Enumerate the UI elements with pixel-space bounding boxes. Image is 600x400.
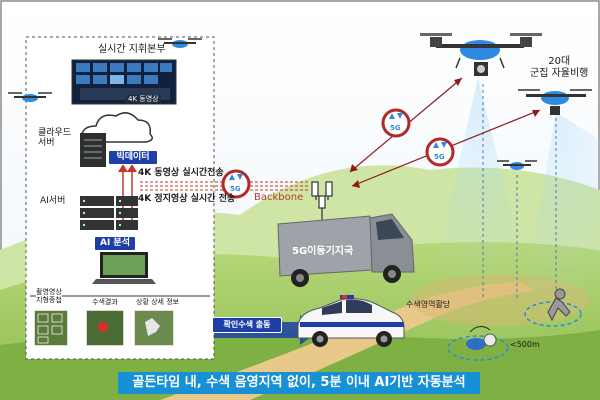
small-drone-mid (497, 160, 537, 170)
search-result-marker (98, 322, 108, 332)
small-drone-left (8, 92, 52, 102)
right-drone-beam (520, 112, 600, 320)
thumbnail-terrain-label: 촬영영상 지형중첩 (36, 288, 62, 305)
belongings-figure (466, 326, 497, 350)
drone-group-label: 20대 군집 자율비행 (530, 56, 589, 79)
thumbnail-result-label: 수색결과 (92, 298, 118, 307)
ai-analysis-tag: AI 분석 (94, 236, 136, 251)
large-drone (420, 33, 542, 76)
cloud-server-label: 클라우드 서버 (38, 128, 72, 149)
small-drone-top (158, 38, 202, 48)
mobile-base-station-truck (277, 213, 415, 287)
5g-badge-2 (425, 137, 455, 167)
thumbnail-terrain (33, 309, 69, 347)
command-center-label: 실시간 지휘본부 (98, 44, 166, 55)
5g-label-3: 5G (230, 185, 241, 193)
backbone-label: Backbone (254, 192, 304, 203)
antenna-tower (311, 181, 333, 225)
search-flight-label: 수색영역활당 (406, 300, 451, 309)
large-drone-beam (430, 78, 530, 290)
ai-server-rack (80, 196, 138, 230)
5g-badge-1 (381, 108, 411, 138)
5g-badge-3 (221, 169, 251, 199)
5g-label-1: 5G (390, 124, 401, 132)
ai-server-label: AI서버 (40, 196, 66, 206)
thumbnail-situation-label: 상황 상세 정보 (136, 298, 180, 307)
video-badge: 4K 동영상 (126, 95, 161, 104)
stream-still-label: 4K 정지영상 실시간 전송 (138, 194, 236, 204)
truck-label: 5G이동기지국 (292, 246, 354, 257)
search-area-ring-1 (447, 335, 509, 361)
missing-person-figure (547, 288, 571, 322)
5g-label-2: 5G (434, 153, 445, 161)
cloud-server-rack (80, 133, 106, 167)
search-area-ring-2 (524, 301, 582, 327)
dispatch-tag: 확인수색 출동 (212, 317, 282, 333)
stream-4k-label: 4K 동영상 실시간전송 (138, 168, 224, 178)
police-car (297, 295, 405, 347)
summary-banner: 골든타임 내, 수색 음영지역 없이, 5분 이내 AI기반 자동분석 (118, 372, 480, 394)
right-drone (518, 89, 592, 115)
laptop-base (92, 279, 156, 284)
bigdata-tag: 빅데이터 (108, 150, 158, 165)
distance-label: <500m (510, 340, 540, 349)
